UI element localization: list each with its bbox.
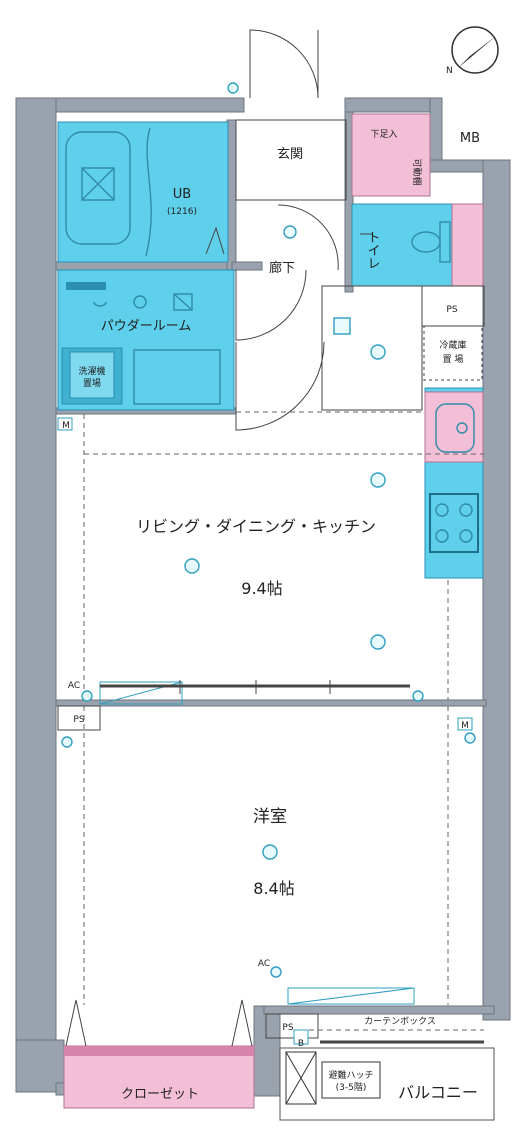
ldk-size-label: 9.4帖 — [241, 579, 282, 598]
kadou-label: 可動棚 — [411, 158, 423, 185]
b-mark: B — [298, 1039, 304, 1049]
youshitsu-size-label: 8.4帖 — [253, 879, 294, 898]
shoe-cabinet — [351, 113, 431, 197]
toilet-area — [351, 203, 453, 287]
ldk-label: リビング・ダイニング・キッチン — [136, 517, 376, 536]
youshitsu-label: 洋室 — [253, 807, 287, 827]
ps-label-left: PS — [73, 715, 84, 725]
mb-label: MB — [460, 131, 480, 146]
m-mark-2: M — [461, 721, 469, 731]
fridge-label-2: 置 場 — [443, 353, 464, 365]
fridge-space — [423, 325, 483, 381]
sliding-door — [99, 680, 484, 1044]
toilet-icon — [360, 221, 451, 263]
toilet-label: トイレ — [365, 231, 380, 270]
ps-box-bottom — [265, 1013, 319, 1039]
ps-box-upper — [421, 285, 485, 327]
washer-label-1: 洗濯機 — [78, 365, 105, 377]
bathtub-icon — [65, 127, 225, 257]
balcony-label: バルコニー — [398, 1083, 478, 1102]
closet-label: クローゼット — [121, 1087, 199, 1102]
m-mark-1: M — [62, 421, 70, 431]
ub-label: UB — [173, 187, 191, 202]
ps-label-upper: PS — [446, 305, 457, 315]
stove-icon — [429, 493, 479, 553]
ac-mark-1: AC — [68, 681, 80, 691]
genkan-label: 玄関 — [277, 147, 303, 162]
washer-icon — [61, 347, 221, 405]
balcony-area — [279, 1047, 495, 1121]
hatch-label-2: (3-5階) — [336, 1082, 367, 1093]
closet-hanger-icon — [65, 999, 253, 1047]
rouka-label: 廊下 — [269, 260, 295, 276]
genkan-area — [235, 119, 347, 201]
north-arrow-icon: N — [446, 26, 499, 76]
unit-bath-area — [57, 121, 229, 263]
ps-box-left — [57, 705, 101, 731]
toilet-shelf — [451, 203, 484, 287]
outlet-icon — [57, 82, 473, 1045]
ceiling-light-icon — [184, 225, 476, 860]
corridor-area — [321, 285, 423, 411]
kitchen-sink-icon — [435, 403, 475, 453]
closet-rail — [64, 1046, 254, 1056]
fridge-label-1: 冷蔵庫 — [439, 339, 466, 351]
hatch-label-1: 避難ハッチ — [328, 1069, 373, 1081]
washbasin-icon — [66, 282, 193, 311]
exterior-walls — [15, 97, 511, 1097]
svg-text:N: N — [446, 66, 453, 76]
closet-area — [63, 1045, 255, 1109]
curtain-label: カーテンボックス — [364, 1016, 436, 1027]
ub-size-label: (1216) — [167, 207, 197, 217]
powder-label: パウダールーム — [101, 319, 192, 334]
ps-label-bottom: PS — [282, 1023, 293, 1033]
washer-label-2: 置場 — [83, 377, 101, 389]
ac-mark-2: AC — [258, 959, 270, 969]
geta-label: 下足入 — [370, 129, 397, 140]
